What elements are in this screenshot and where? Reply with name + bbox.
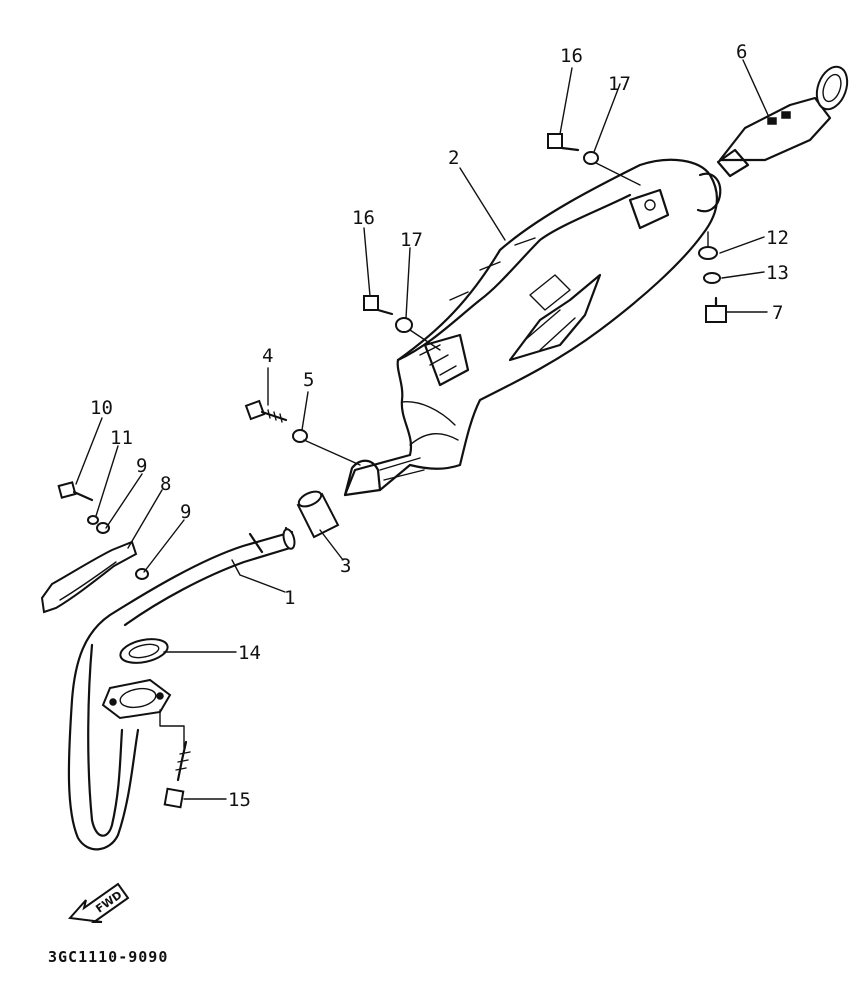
- callout-15: 15: [228, 789, 251, 811]
- bolt-4-part: [244, 399, 288, 423]
- diagram-code: 3GC1110-9090: [48, 948, 168, 966]
- callout-4: 4: [262, 345, 273, 367]
- lock-washer-13-part: [703, 272, 721, 284]
- bolt-15-part: [163, 740, 191, 809]
- callout-9-lower: 9: [180, 501, 191, 523]
- callout-12: 12: [766, 227, 789, 249]
- bolt-10-part: [57, 481, 94, 502]
- callout-6: 6: [736, 41, 747, 63]
- spark-arrester-part: [716, 65, 849, 178]
- washer-9b-part: [135, 568, 149, 580]
- washer-17a-part: [583, 151, 599, 165]
- callout-16-upper: 16: [560, 45, 583, 67]
- callout-17-lower: 17: [400, 229, 423, 251]
- heat-guard-part: [40, 540, 138, 614]
- callout-labels: 1 2 3 4 5 6 7 8 9 9 10 11 12 13 14 15 16…: [90, 41, 789, 811]
- callout-10: 10: [90, 397, 113, 419]
- washer-9a-part: [96, 522, 110, 534]
- bolt-16a-part: [547, 133, 580, 152]
- callout-13: 13: [766, 262, 789, 284]
- washer-12-part: [698, 246, 718, 260]
- collar-11-part: [87, 515, 99, 525]
- exhaust-pipe-part: [67, 526, 296, 851]
- washer-17b-part: [395, 317, 413, 333]
- callout-1: 1: [284, 587, 295, 609]
- callout-14: 14: [238, 642, 261, 664]
- gasket-part: [119, 638, 169, 664]
- callout-9-upper: 9: [136, 455, 147, 477]
- leader-lines: [75, 59, 769, 800]
- callout-7: 7: [772, 302, 783, 324]
- bolt-7-part: [705, 296, 727, 323]
- callout-16-lower: 16: [352, 207, 375, 229]
- callout-17-upper: 17: [608, 73, 631, 95]
- silencer-part: [343, 158, 722, 497]
- callout-3: 3: [340, 555, 351, 577]
- joint-part: [296, 490, 340, 539]
- callout-8: 8: [160, 473, 171, 495]
- bolt-16b-part: [363, 295, 394, 316]
- fwd-arrow: FWD: [67, 882, 130, 923]
- callout-11: 11: [110, 427, 133, 449]
- callout-2: 2: [448, 147, 459, 169]
- callout-5: 5: [303, 369, 314, 391]
- washer-5-part: [292, 429, 308, 443]
